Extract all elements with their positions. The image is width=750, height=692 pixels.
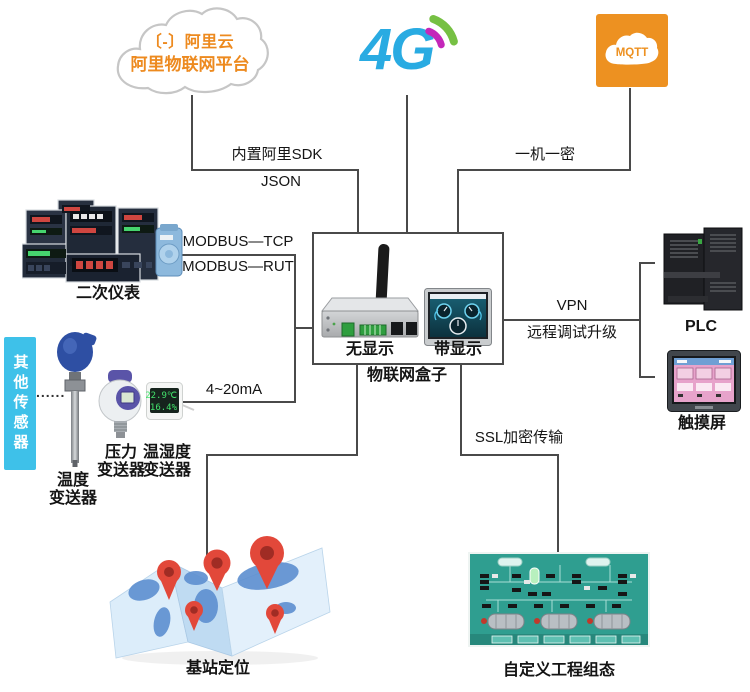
other-sensors-box: 其他传感器 [4, 337, 36, 470]
map-image [100, 528, 340, 668]
touch-screen-image [667, 350, 741, 412]
humidity-label-2: 变送器 [142, 462, 192, 479]
touch-screen-label: 触摸屏 [677, 415, 727, 432]
ali-iot-platform-text: 阿里物联网平台 [130, 55, 250, 74]
ellipsis-dots: ...... [36, 384, 66, 400]
hmi-label: 带显示 [433, 341, 483, 358]
map-label: 基站定位 [185, 660, 251, 677]
ali-cloud-logo-text: 〔-〕阿里云 [145, 34, 235, 51]
plc-label: PLC [685, 318, 717, 335]
modbus-tcp-label: MODBUS—TCP [182, 233, 294, 250]
modbus-rut-label: MODBUS—RUT [182, 258, 294, 275]
iot-box-label: 物联网盒子 [366, 367, 448, 384]
line-into-box [294, 327, 314, 329]
lcd-bottom-value: 16.4% [150, 403, 178, 413]
json-label: JSON [260, 173, 302, 190]
line-secret-horizontal [457, 169, 631, 171]
other-sensors-label: 其他传感器 [11, 353, 29, 454]
line-vpn-horizontal [500, 319, 641, 321]
lcd-top-value: 22.9℃ [146, 391, 177, 401]
scada-label: 自定义工程组态 [502, 662, 616, 679]
signal-waves-icon [425, 15, 458, 49]
sdk-label: 内置阿里SDK [231, 146, 323, 163]
iot-hmi-image [424, 288, 492, 346]
line-4g-down [406, 95, 408, 232]
plc-image [662, 226, 744, 314]
gateway-label: 无显示 [345, 341, 395, 358]
line-boxbottom-left [356, 361, 358, 456]
line-420ma-horizontal [183, 401, 296, 403]
temperature-label-1: 温度 [56, 472, 90, 489]
4g-node: 4G [356, 6, 466, 96]
mqtt-label: MQTT [616, 47, 649, 59]
pressure-transmitter-image [96, 370, 148, 440]
cloud-shape-icon [116, 7, 269, 95]
ali-cloud-node: 〔-〕阿里云 阿里物联网平台 [108, 4, 272, 100]
humidity-label-1: 温湿度 [142, 444, 192, 461]
temperature-label-2: 变送器 [48, 490, 98, 507]
line-modbus-horizontal [180, 254, 296, 256]
420ma-label: 4~20mA [205, 381, 263, 398]
humidity-sensor-image: 22.9℃ 16.4% [146, 382, 196, 424]
line-mqtt-down [629, 88, 631, 171]
line-sdk-down [357, 169, 359, 232]
line-scada-down [557, 454, 559, 553]
line-boxbottom-right [460, 361, 462, 456]
scada-image [468, 552, 650, 648]
line-touch-stub [639, 376, 655, 378]
vpn-sub-label: 远程调试升级 [526, 324, 618, 341]
line-right-bracket [639, 262, 641, 378]
mqtt-node: MQTT [596, 14, 668, 87]
line-secret-down [457, 169, 459, 232]
line-cloud-down [191, 95, 193, 170]
temperature-probe-image [52, 328, 98, 470]
line-ssl-horizontal [460, 454, 559, 456]
one-machine-one-secret-label: 一机一密 [514, 146, 576, 163]
vpn-label: VPN [556, 297, 588, 314]
line-map-horizontal [206, 454, 358, 456]
line-plc-stub [639, 262, 655, 264]
line-map-down [206, 454, 208, 555]
secondary-instruments-label: 二次仪表 [75, 285, 141, 302]
line-sdk-horizontal [191, 169, 359, 171]
pressure-label-2: 变送器 [96, 462, 146, 479]
mqtt-cloud-icon: MQTT [605, 32, 659, 65]
4g-logo-text: 4G [360, 17, 435, 82]
secondary-instruments-image [22, 198, 187, 286]
ssl-label: SSL加密传输 [474, 429, 564, 446]
pressure-label-1: 压力 [104, 444, 138, 461]
iot-gateway-image [320, 240, 420, 340]
